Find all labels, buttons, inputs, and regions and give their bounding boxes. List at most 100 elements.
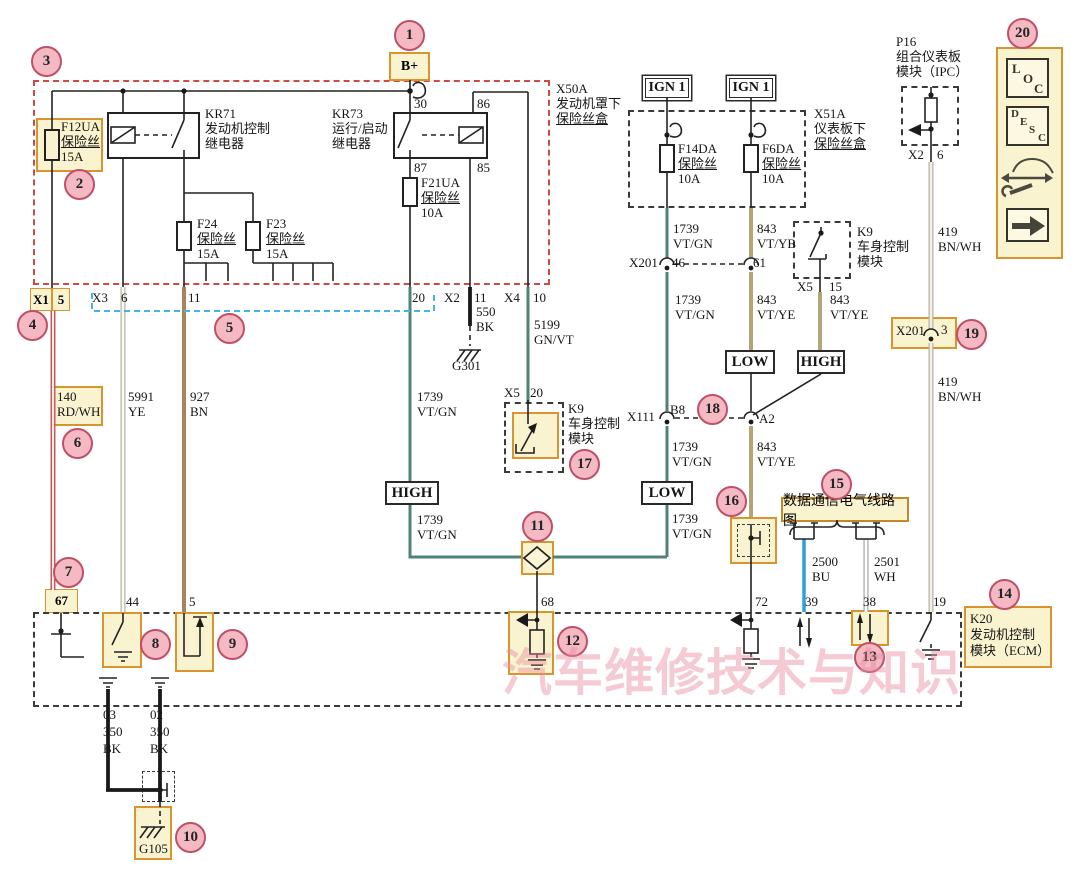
f24-type: 保险丝 (197, 231, 237, 246)
x50a-name1: 发动机罩下 (556, 96, 622, 111)
callout-9: 9 (217, 629, 248, 660)
f21ua-code: F21UA (421, 175, 461, 190)
k9-mid-name2: 模块 (568, 431, 595, 446)
callout-13: 13 (854, 642, 885, 673)
desc-icon[interactable]: D E S C (1006, 106, 1049, 146)
p16-name2: 模块（IPC） (896, 64, 969, 79)
callout-7: 7 (53, 557, 84, 588)
wire-550-id: 550 (476, 304, 496, 319)
f14da-type: 保险丝 (678, 156, 718, 171)
f12ua-type: 保险丝 (61, 134, 101, 149)
f21ua-type: 保险丝 (421, 190, 461, 205)
k9-top-name2: 模块 (857, 254, 884, 269)
k9-top-conn: X5 (797, 279, 813, 294)
callout-10: 10 (175, 822, 206, 853)
wire-843-a-id: 843 (757, 292, 777, 307)
wire-419-b-color: BN/WH (938, 389, 982, 404)
callout-5: 5 (214, 313, 245, 344)
callout-1: 1 (394, 20, 425, 51)
x111-pin-b8: B8 (670, 402, 686, 417)
x201-3-pin: 3 (941, 322, 948, 337)
wire-1739-f-id: 1739 (672, 511, 698, 526)
ecm-pin19: 19 (933, 594, 946, 609)
callout-14: 14 (989, 579, 1020, 610)
x51a-name2: 保险丝盒 (814, 136, 867, 151)
wire-02-id: 02 (150, 707, 163, 722)
wire-1739-f-color: VT/GN (672, 526, 712, 541)
f14da-rating: 10A (678, 171, 701, 186)
p16-name1: 组合仪表板 (896, 49, 962, 64)
kr71-code: KR71 (205, 106, 237, 121)
ecm-pin39: 39 (805, 594, 818, 609)
wire-550-color: BK (476, 319, 495, 334)
wire-140-color: RD/WH (57, 404, 101, 419)
connector-x1-pin5-box: 5 (52, 288, 70, 311)
wire-843yb-id: 843 (757, 221, 777, 236)
wire-1739-d-id: 1739 (675, 292, 701, 307)
k9-mid-name1: 车身控制 (568, 416, 621, 431)
x111-name: X111 (627, 409, 655, 424)
wire-5199-color: GN/VT (534, 332, 574, 347)
wire-1739-e-color: VT/GN (672, 454, 712, 469)
connector-x1-box: X1 (30, 288, 52, 311)
wire-927-id: 927 (190, 389, 210, 404)
wire-1739-a-color: VT/GN (417, 404, 457, 419)
wire-2500-id: 2500 (812, 554, 838, 569)
row-x4-pin: 10 (533, 290, 546, 305)
wire-843-b-color: VT/YE (830, 307, 869, 322)
x50a-code: X50A (556, 81, 588, 96)
kr73-pin86: 86 (477, 96, 490, 111)
callout-8: 8 (140, 629, 171, 660)
wire-1739-e-id: 1739 (672, 439, 698, 454)
wire-843-b-id: 843 (830, 292, 850, 307)
wire-843-c-id: 843 (757, 439, 777, 454)
row-x4: X4 (504, 290, 520, 305)
row-x2-pin: 11 (474, 290, 487, 305)
k9-top-name1: 车身控制 (857, 239, 910, 254)
callout-15: 15 (821, 469, 852, 500)
x201-3-name: X201 (896, 323, 925, 338)
kr73-name1: 运行/启动 (332, 121, 388, 136)
wire-2501-id: 2501 (874, 554, 900, 569)
row-x3: X3 (92, 290, 108, 305)
wire-5199-id: 5199 (534, 317, 560, 332)
x201-pin61: 61 (753, 255, 766, 270)
ecm-pin68: 68 (541, 594, 554, 609)
f24-rating: 15A (197, 246, 220, 261)
wire-1739-b-id: 1739 (417, 512, 443, 527)
kr71-name2: 继电器 (205, 136, 245, 151)
kr73-name2: 继电器 (332, 136, 372, 151)
wire-1739-d-color: VT/GN (675, 307, 715, 322)
ecm-pin44: 44 (126, 594, 139, 609)
callout-3: 3 (31, 46, 62, 77)
p16-pin: 6 (937, 147, 944, 162)
k9-mid-pin: 20 (530, 385, 543, 400)
wire-1739-a-id: 1739 (417, 389, 443, 404)
k20-name1: 发动机控制 (970, 627, 1036, 642)
kr73-pin85: 85 (477, 160, 490, 175)
x51a-name1: 仪表板下 (814, 121, 867, 136)
x111-pin-a2: A2 (759, 411, 775, 426)
f24-code: F24 (197, 216, 218, 231)
g301-label: G301 (452, 358, 481, 373)
f6da-rating: 10A (762, 171, 785, 186)
wire-5991-color: YE (128, 404, 146, 419)
ecm-pin5: 5 (189, 594, 196, 609)
callout-16: 16 (716, 486, 747, 517)
k20-code: K20 (970, 611, 993, 626)
f23-type: 保险丝 (266, 231, 306, 246)
loc-icon[interactable]: L O C (1006, 58, 1049, 98)
k20-ecm-label-box (964, 606, 1052, 668)
callout-17: 17 (569, 449, 600, 480)
x50a-name2: 保险丝盒 (556, 111, 609, 126)
callout-20: 20 (1007, 18, 1038, 49)
wire-03-id: 03 (103, 707, 116, 722)
callout-2: 2 (64, 169, 95, 200)
wire-1739-c-color: VT/GN (673, 236, 713, 251)
wire-1739-c-id: 1739 (673, 221, 699, 236)
row-x2: X2 (444, 290, 460, 305)
wire-2501-color: WH (874, 569, 896, 584)
wire-419-a-color: BN/WH (938, 239, 982, 254)
wire-140-id: 140 (57, 389, 77, 404)
